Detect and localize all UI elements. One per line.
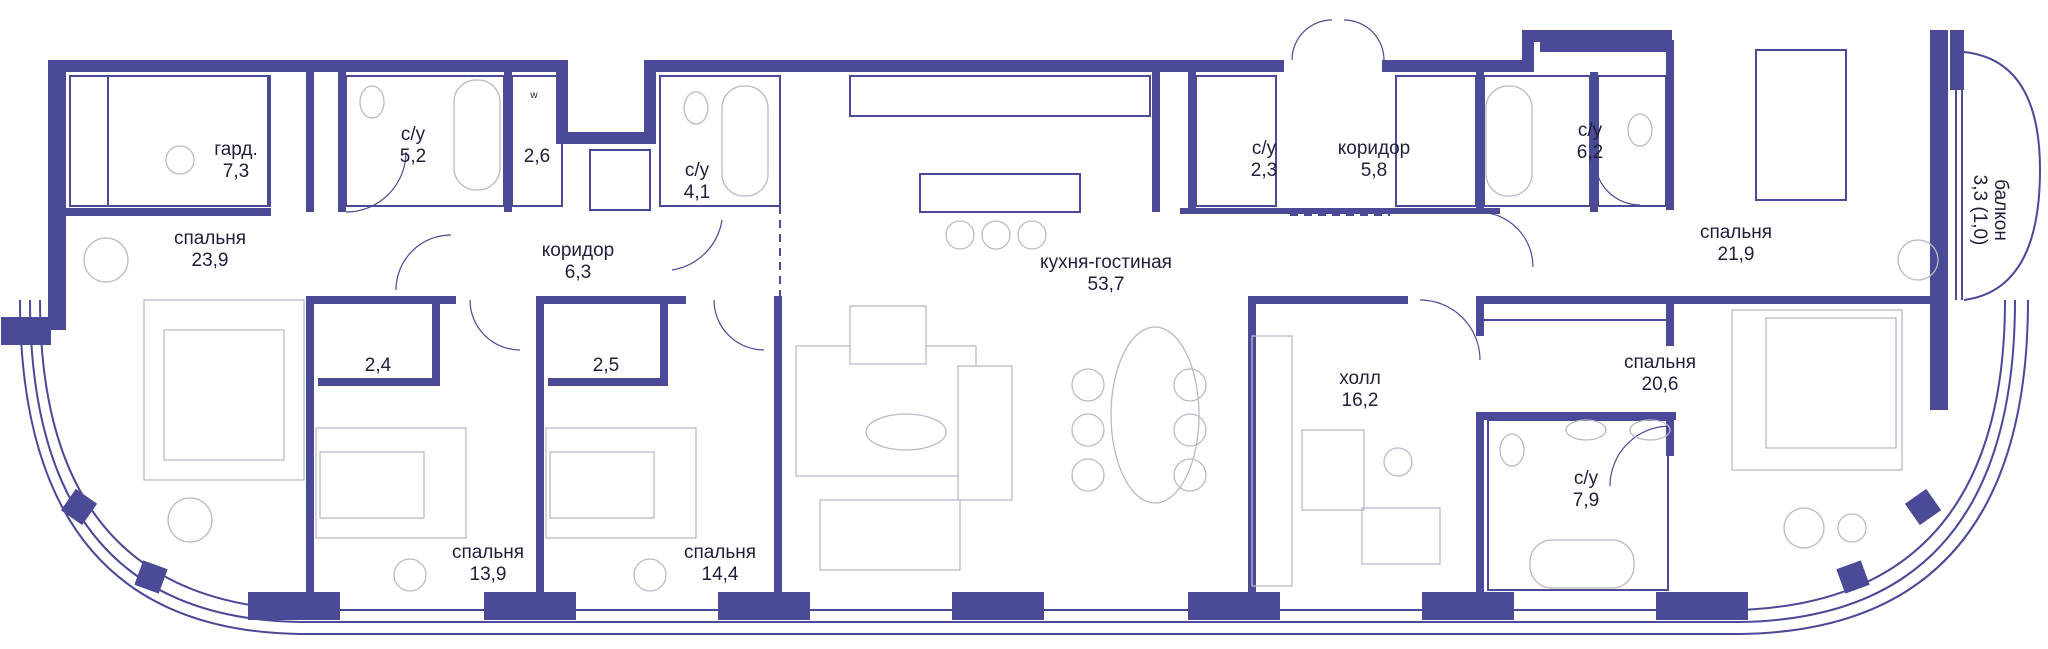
room-bed2-name: спальня (1700, 222, 1772, 243)
room-kitchen-area: 53,7 (1088, 274, 1125, 295)
room-corr2-name: коридор (1338, 138, 1411, 159)
room-su3-area: 2,3 (1251, 160, 1277, 181)
room-su1-name: с/у (401, 124, 426, 145)
room-storage1-area: 2,6 (524, 146, 550, 167)
room-gard-name: гард. (214, 139, 258, 160)
room-labels: гард. 7,3 с/у 5,2 w 2,6 с/у 4,1 спальня … (174, 90, 2011, 585)
room-su1-area: 5,2 (400, 146, 426, 167)
room-bed5-area: 14,4 (702, 564, 739, 585)
room-closet1-area: 2,4 (365, 355, 392, 376)
small-mark: w (529, 90, 538, 101)
balcony-area: 3,3 (1,0) (1969, 175, 1990, 246)
interior-lines (69, 49, 2042, 591)
room-bed3-area: 20,6 (1642, 374, 1679, 395)
room-su5-name: с/у (1574, 468, 1599, 489)
room-bed4-name: спальня (452, 542, 524, 563)
walls (48, 30, 1964, 594)
balcony-label: балкон (1990, 179, 2011, 241)
furniture (83, 79, 1939, 592)
room-bed5-name: спальня (684, 542, 756, 563)
room-gard-area: 7,3 (223, 161, 249, 182)
room-bed4-area: 13,9 (470, 564, 507, 585)
room-su4-name: с/у (1578, 120, 1603, 141)
room-bed3-name: спальня (1624, 352, 1696, 373)
room-su3-name: с/у (1252, 138, 1277, 159)
room-corr1-name: коридор (542, 240, 615, 261)
room-closet2-area: 2,5 (593, 355, 619, 376)
room-kitchen-name: кухня-гостиная (1040, 252, 1172, 273)
room-hall-area: 16,2 (1342, 390, 1379, 411)
facade (1, 299, 2029, 635)
room-bed1-area: 23,9 (192, 250, 229, 271)
room-hall-name: холл (1339, 368, 1381, 389)
doors (345, 19, 1671, 487)
room-corr1-area: 6,3 (565, 262, 591, 283)
room-su2-area: 4,1 (684, 182, 710, 203)
room-corr2-area: 5,8 (1361, 160, 1387, 181)
room-bed2-area: 21,9 (1718, 244, 1755, 265)
room-bed1-name: спальня (174, 228, 246, 249)
room-su5-area: 7,9 (1573, 490, 1599, 511)
room-su4-area: 6,2 (1577, 142, 1603, 163)
room-su2-name: с/у (685, 160, 710, 181)
